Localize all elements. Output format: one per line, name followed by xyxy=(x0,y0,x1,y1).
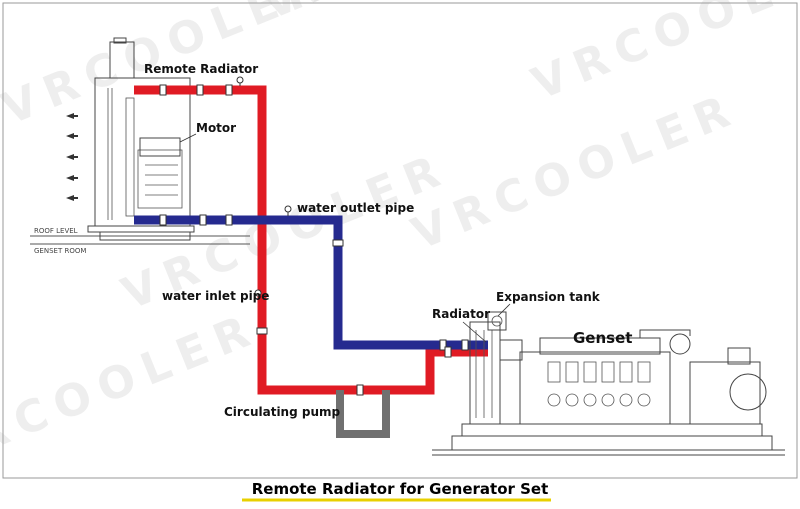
crank-circle xyxy=(565,393,579,407)
pipe-fittings xyxy=(159,84,469,396)
gauge-icon xyxy=(254,289,262,297)
diagram-frame xyxy=(2,2,798,479)
cylinder-row xyxy=(547,361,651,407)
gauges xyxy=(236,76,292,297)
fitting xyxy=(159,214,167,226)
label-remote-radiator: Remote Radiator xyxy=(144,62,258,76)
cylinder xyxy=(637,361,651,383)
cold-pipe xyxy=(134,215,488,350)
fitting xyxy=(356,384,364,396)
cylinder xyxy=(565,361,579,383)
hot-pipe-upper xyxy=(134,85,267,302)
label-motor: Motor xyxy=(196,121,236,135)
fitting xyxy=(256,327,268,335)
crank-circle xyxy=(547,393,561,407)
leader-lines xyxy=(179,133,511,343)
fitting xyxy=(461,339,469,351)
radiator-base xyxy=(87,225,195,233)
airflow-arrows xyxy=(66,113,78,201)
remote-radiator-unit xyxy=(87,37,195,241)
cylinder xyxy=(583,361,597,383)
pipe-inlet-block xyxy=(499,339,523,361)
label-circulating-pump: Circulating pump xyxy=(224,405,341,419)
crank-circle xyxy=(619,393,633,407)
fitting xyxy=(159,84,167,96)
label-radiator: Radiator xyxy=(432,307,490,321)
engine-head xyxy=(539,337,661,355)
genset-skid xyxy=(461,423,763,437)
fitting xyxy=(196,84,204,96)
cylinder xyxy=(601,361,615,383)
leader-line xyxy=(179,133,197,143)
genset-radiator xyxy=(469,321,501,425)
fitting xyxy=(444,346,452,358)
genset-room-label: GENSET ROOM xyxy=(34,247,86,255)
watermark-text: VRCOOLER xyxy=(525,0,800,110)
cylinder xyxy=(619,361,633,383)
gauge-icon xyxy=(236,76,244,84)
alternator-end xyxy=(729,373,767,411)
label-water-outlet-pipe: water outlet pipe xyxy=(297,201,414,215)
airflow-arrow-icon xyxy=(66,195,78,201)
cylinder xyxy=(547,361,561,383)
fitting xyxy=(225,214,233,226)
radiator-housing xyxy=(94,77,191,227)
radiator-cap xyxy=(113,37,127,44)
roof-curb xyxy=(99,231,191,241)
leader-line xyxy=(462,321,487,343)
expansion-tank xyxy=(487,311,507,331)
exhaust-pipe xyxy=(639,329,691,338)
fitting xyxy=(439,339,447,351)
crank-circle xyxy=(583,393,597,407)
watermark-text: VRCOOLER xyxy=(255,0,596,30)
watermark-text: VRCOOLER xyxy=(405,83,746,260)
airflow-arrow-icon xyxy=(66,113,78,119)
motor-body xyxy=(139,137,181,157)
crank-circle xyxy=(601,393,615,407)
label-genset: Genset xyxy=(573,329,632,347)
genset-foundation xyxy=(451,435,773,451)
airflow-arrow-icon xyxy=(66,133,78,139)
radiator-fan-shroud xyxy=(137,149,183,209)
control-box xyxy=(727,347,751,365)
leader-line xyxy=(497,303,511,317)
roof-level-label: ROOF LEVEL xyxy=(34,227,78,235)
label-expansion-tank: Expansion tank xyxy=(496,290,601,304)
turbocharger xyxy=(669,333,691,355)
diagram-caption: Remote Radiator for Generator Set xyxy=(251,480,549,498)
expansion-tank-cap xyxy=(491,315,503,327)
fitting xyxy=(225,84,233,96)
alternator xyxy=(689,361,761,425)
airflow-arrow-icon xyxy=(66,154,78,160)
engine-block xyxy=(519,351,671,425)
genset-assembly xyxy=(432,311,785,456)
pump-loop-pipe xyxy=(336,390,390,438)
gauge-icon xyxy=(284,205,292,213)
watermark-text: VRCOOLER xyxy=(0,303,266,480)
radiator-core-rail xyxy=(125,97,135,217)
fitting xyxy=(199,214,207,226)
crank-circle xyxy=(637,393,651,407)
fitting xyxy=(332,239,344,247)
airflow-arrow-icon xyxy=(66,175,78,181)
label-water-inlet-pipe: water inlet pipe xyxy=(162,289,269,303)
